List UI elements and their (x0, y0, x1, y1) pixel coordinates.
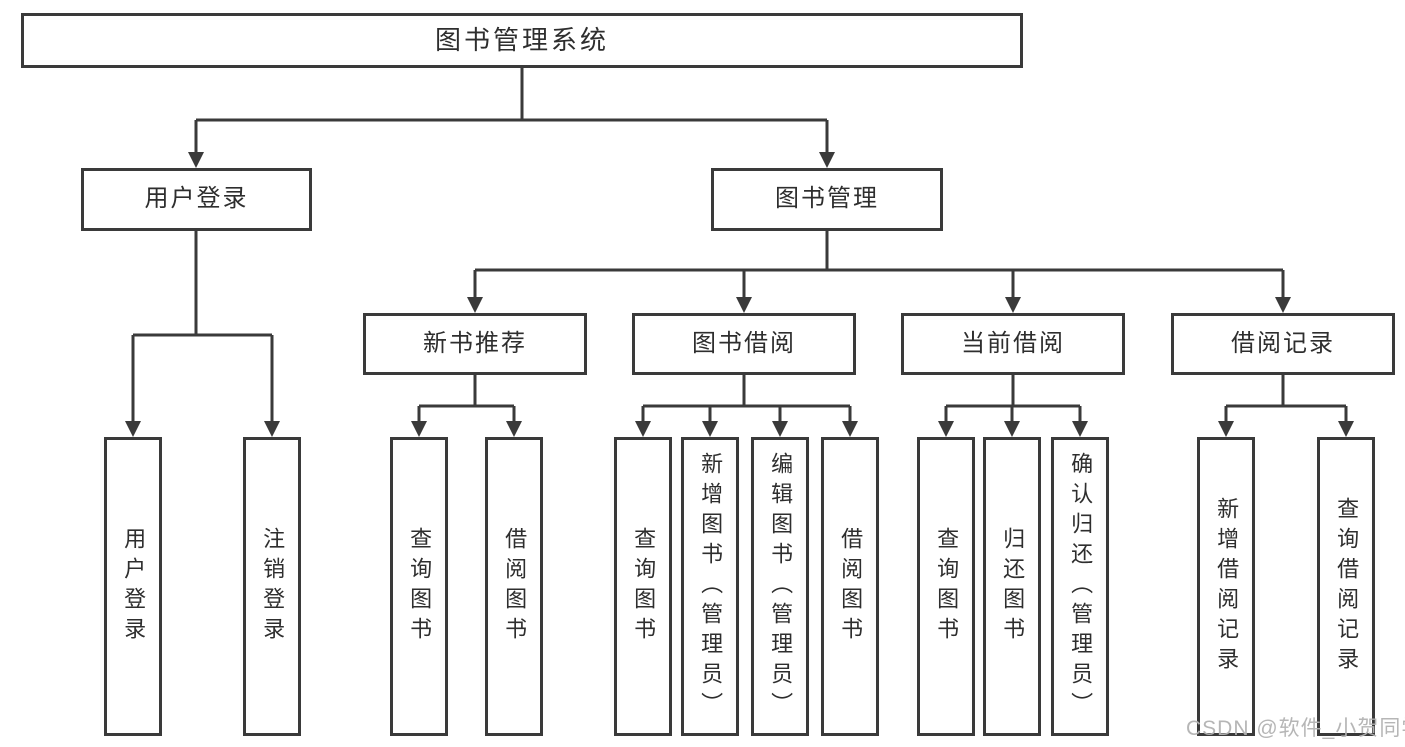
node-book-management: 图书管理 (711, 168, 943, 231)
leaf-bb-add-book-admin: 新增图书（管理员） (681, 437, 739, 736)
tree-edges (131, 68, 1348, 421)
leaf-nbr-borrow-book: 借阅图书 (485, 437, 543, 736)
leaf-nbr-query-book: 查询图书 (390, 437, 448, 736)
leaf-logout: 注销登录 (243, 437, 301, 736)
leaf-bb-borrow-book: 借阅图书 (821, 437, 879, 736)
node-borrow-records: 借阅记录 (1171, 313, 1395, 375)
leaf-cb-query-book: 查询图书 (917, 437, 975, 736)
leaf-user-login: 用户登录 (104, 437, 162, 736)
leaf-br-add-record: 新增借阅记录 (1197, 437, 1255, 736)
leaf-br-query-record: 查询借阅记录 (1317, 437, 1375, 736)
leaf-cb-return-book: 归还图书 (983, 437, 1041, 736)
leaf-bb-query-book: 查询图书 (614, 437, 672, 736)
leaf-cb-confirm-return-admin: 确认归还（管理员） (1051, 437, 1109, 736)
csdn-watermark: CSDN @软件_小贺同学 (1186, 717, 1405, 740)
leaf-bb-edit-book-admin: 编辑图书（管理员） (751, 437, 809, 736)
node-current-borrow: 当前借阅 (901, 313, 1125, 375)
node-root: 图书管理系统 (21, 13, 1023, 68)
node-new-book-recommend: 新书推荐 (363, 313, 587, 375)
node-book-borrow: 图书借阅 (632, 313, 856, 375)
node-user-login: 用户登录 (81, 168, 312, 231)
